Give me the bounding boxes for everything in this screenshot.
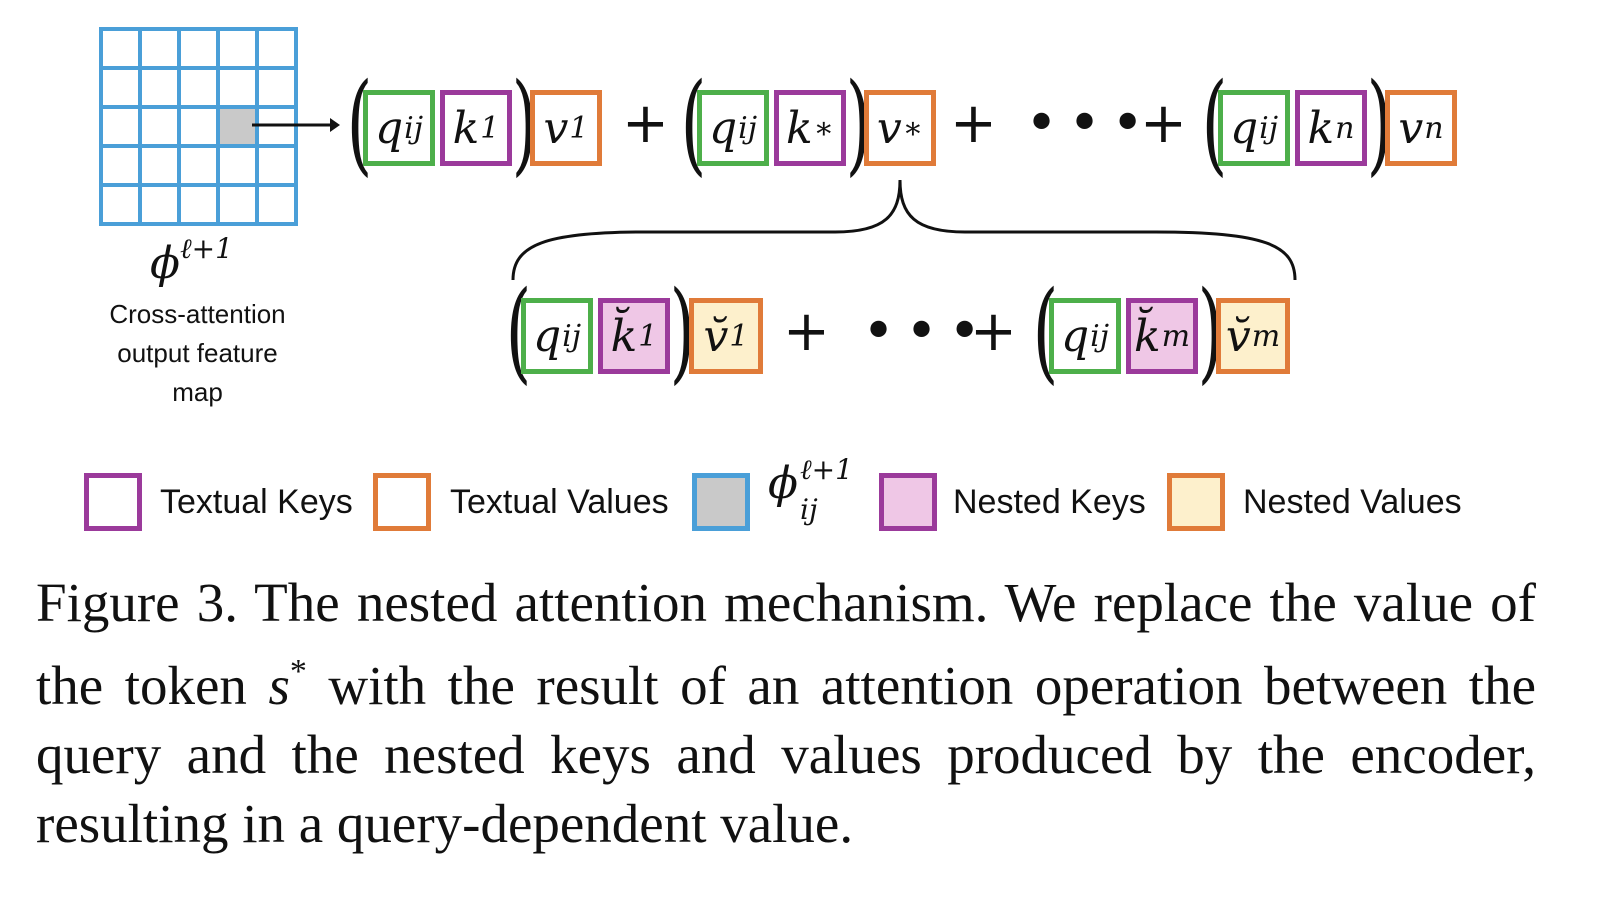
arrow-to-equation	[252, 118, 340, 132]
figure-caption: Figure 3. The nested attention mechanism…	[36, 568, 1536, 858]
feature-map-label-line2: output feature	[117, 338, 278, 368]
legend-swatch-textual-keys	[84, 473, 142, 531]
feature-map-cell	[255, 144, 298, 187]
caption-part1: Figure 3. The nested attention mechanism…	[36, 572, 1536, 716]
plus-sign: +	[970, 299, 1017, 364]
feature-map-cell	[138, 27, 181, 70]
caption-part2: with the result of an attention operatio…	[36, 655, 1537, 854]
feature-map-cell	[99, 105, 142, 148]
feature-map-cell	[138, 66, 181, 109]
legend-swatch-nested-values	[1167, 473, 1225, 531]
phi-superscript: ℓ+1	[180, 232, 233, 265]
feature-map-cell	[216, 27, 259, 70]
plus-sign: +	[950, 91, 997, 156]
textual-value-star-box: v∗	[864, 90, 936, 166]
ellipsis-dots: •••	[862, 299, 992, 364]
feature-map-label-line3: map	[172, 377, 223, 407]
feature-map-cell	[177, 183, 220, 226]
feature-map-label: Cross-attention output feature map	[80, 295, 315, 412]
feature-map-cell	[177, 27, 220, 70]
feature-map-cell	[216, 183, 259, 226]
feature-map-cell	[99, 66, 142, 109]
ellipsis-dots: •••	[1025, 91, 1155, 156]
nested-key-box: k̆m	[1126, 298, 1198, 374]
legend-label-textual-keys: Textual Keys	[160, 483, 353, 521]
feature-map-cell	[177, 144, 220, 187]
feature-map-cell	[255, 66, 298, 109]
feature-map-cell	[138, 105, 181, 148]
legend-label-textual-values: Textual Values	[450, 483, 669, 521]
curly-brace	[511, 179, 1297, 281]
legend-label-nested-keys: Nested Keys	[953, 483, 1146, 521]
plus-sign: +	[622, 91, 669, 156]
phi-base: ϕ	[150, 238, 180, 289]
feature-map-cell	[177, 105, 220, 148]
nested-value-box: v̆m	[1216, 298, 1290, 374]
feature-map-cell	[216, 66, 259, 109]
feature-map-cell	[216, 144, 259, 187]
textual-key-star-box: k∗	[774, 90, 846, 166]
feature-map-label-line1: Cross-attention	[109, 299, 286, 329]
feature-map-cell	[138, 144, 181, 187]
legend-swatch-feature-cell	[692, 473, 750, 531]
feature-map-cell	[255, 183, 298, 226]
feature-map-cell	[99, 183, 142, 226]
legend-label-nested-values: Nested Values	[1243, 483, 1462, 521]
feature-map-cell	[177, 66, 220, 109]
feature-map-cell	[99, 144, 142, 187]
nested-key-box: k̆1	[598, 298, 670, 374]
feature-map-cell	[99, 27, 142, 70]
feature-map-cell	[255, 27, 298, 70]
plus-sign: +	[783, 299, 830, 364]
plus-sign: +	[1140, 91, 1187, 156]
caption-token: s	[268, 655, 290, 716]
legend-swatch-nested-keys	[879, 473, 937, 531]
caption-token-sup: *	[289, 653, 307, 690]
feature-map-symbol: ϕℓ+1	[150, 232, 233, 289]
nested-value-box: v̆1	[689, 298, 763, 374]
legend-swatch-textual-values	[373, 473, 431, 531]
feature-map-cell	[138, 183, 181, 226]
